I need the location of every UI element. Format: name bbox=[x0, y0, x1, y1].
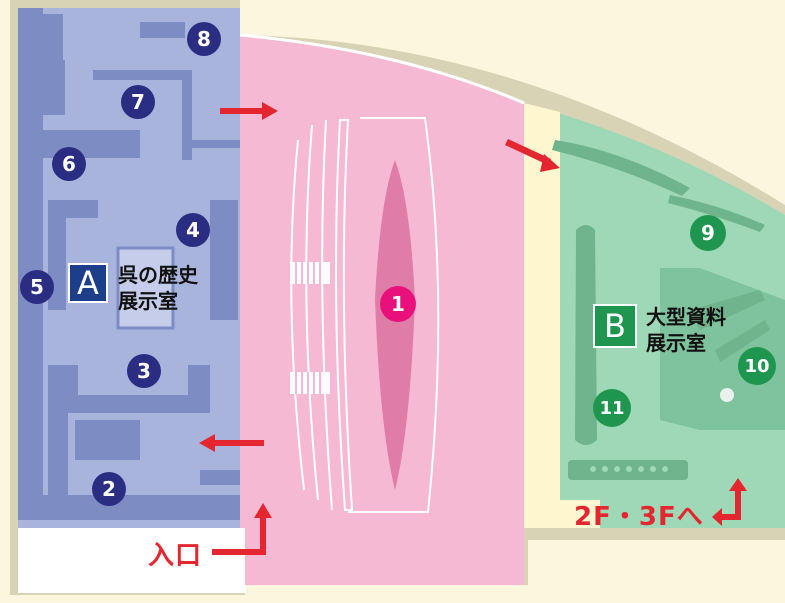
room-b-exhibits bbox=[552, 140, 770, 480]
room-a-inner-case bbox=[116, 246, 175, 330]
marker-8[interactable]: 8 bbox=[187, 22, 221, 56]
main-hall-stage-rings bbox=[290, 117, 440, 513]
marker-7[interactable]: 7 bbox=[121, 85, 155, 119]
room-b-name: 大型資料 展示室 bbox=[646, 304, 726, 356]
room-a-name-line1: 呉の歴史 bbox=[118, 263, 198, 287]
entrance-label: 入口 bbox=[148, 541, 203, 571]
marker-5[interactable]: 5 bbox=[20, 270, 54, 304]
room-a-walls bbox=[18, 8, 243, 520]
entrance-area bbox=[18, 525, 246, 593]
route-arrows bbox=[199, 102, 747, 555]
battleship-model bbox=[375, 160, 415, 490]
marker-4[interactable]: 4 bbox=[176, 213, 210, 247]
room-b-letter: B bbox=[593, 304, 637, 348]
room-b-name-line1: 大型資料 bbox=[646, 305, 726, 329]
room-b-name-line2: 展示室 bbox=[646, 331, 706, 355]
upstairs-label: 2F・3Fへ bbox=[574, 502, 704, 532]
marker-3[interactable]: 3 bbox=[127, 354, 161, 388]
marker-2[interactable]: 2 bbox=[92, 472, 126, 506]
marker-9[interactable]: 9 bbox=[690, 215, 726, 251]
marker-11[interactable]: 11 bbox=[593, 389, 631, 427]
room-a-letter: A bbox=[68, 263, 108, 303]
room-a-name-line2: 展示室 bbox=[118, 289, 178, 313]
marker-10[interactable]: 10 bbox=[738, 347, 776, 385]
marker-6[interactable]: 6 bbox=[52, 147, 86, 181]
marker-1[interactable]: 1 bbox=[380, 286, 416, 322]
room-a-name: 呉の歴史 展示室 bbox=[118, 262, 198, 314]
